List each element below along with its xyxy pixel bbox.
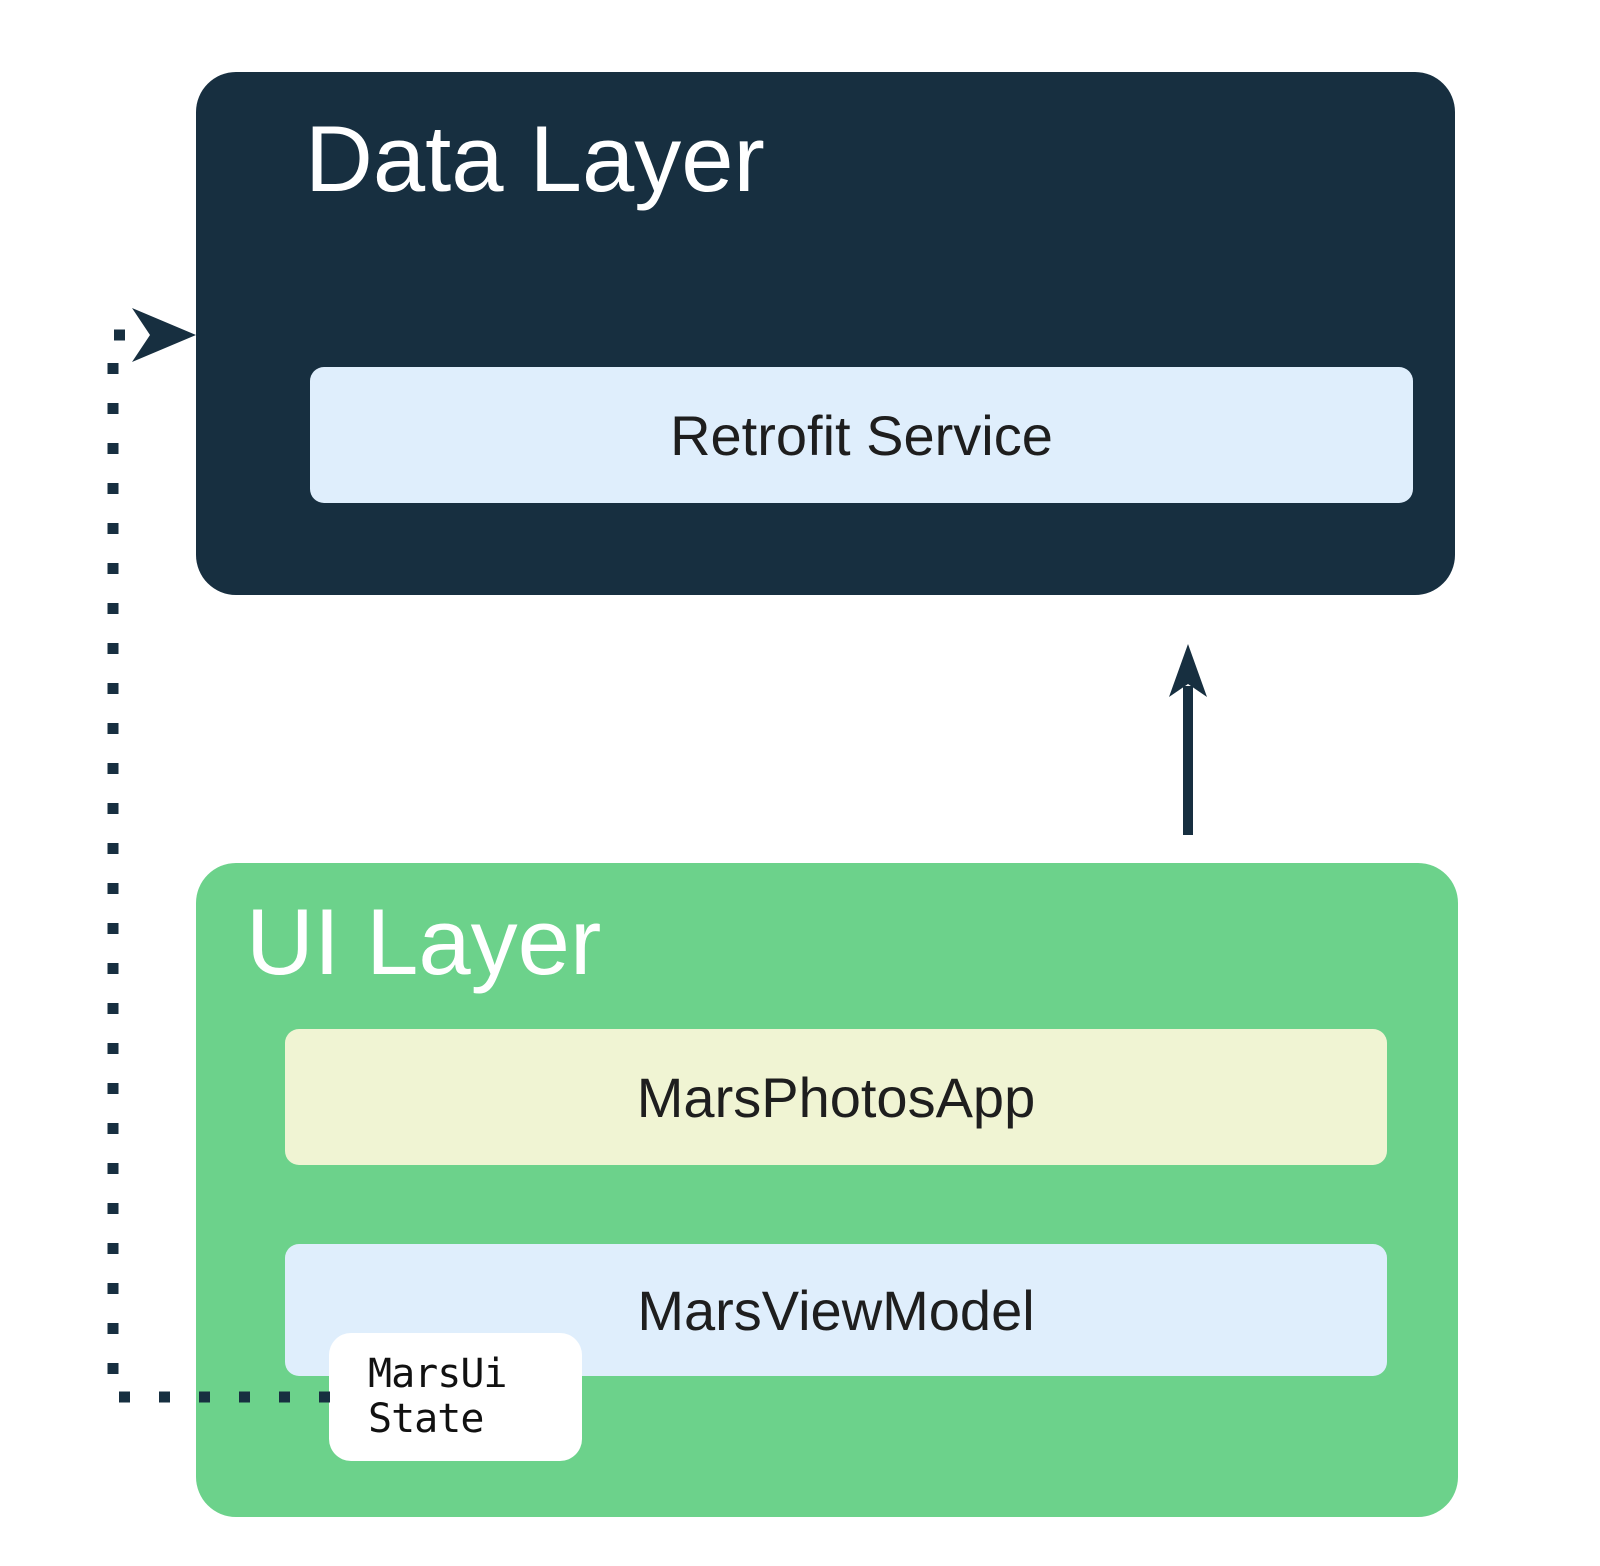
mars-photos-app-box: MarsPhotosApp xyxy=(285,1029,1387,1165)
retrofit-service-box: Retrofit Service xyxy=(310,367,1413,503)
mars-view-model-label: MarsViewModel xyxy=(637,1278,1035,1342)
mars-ui-state-line2: State xyxy=(368,1396,484,1442)
dotted-arrow-head xyxy=(132,308,196,362)
up-arrow-head xyxy=(1169,644,1207,697)
ui-layer-title: UI Layer xyxy=(246,889,602,994)
mars-ui-state-line1: MarsUi xyxy=(368,1351,508,1397)
mars-photos-app-label: MarsPhotosApp xyxy=(636,1065,1036,1129)
mars-ui-state-badge: MarsUi State xyxy=(329,1333,582,1461)
up-arrow-icon xyxy=(1169,644,1207,835)
data-layer-box: Data Layer Retrofit Service xyxy=(196,72,1455,595)
retrofit-service-label: Retrofit Service xyxy=(670,403,1053,467)
data-layer-title: Data Layer xyxy=(305,106,765,211)
